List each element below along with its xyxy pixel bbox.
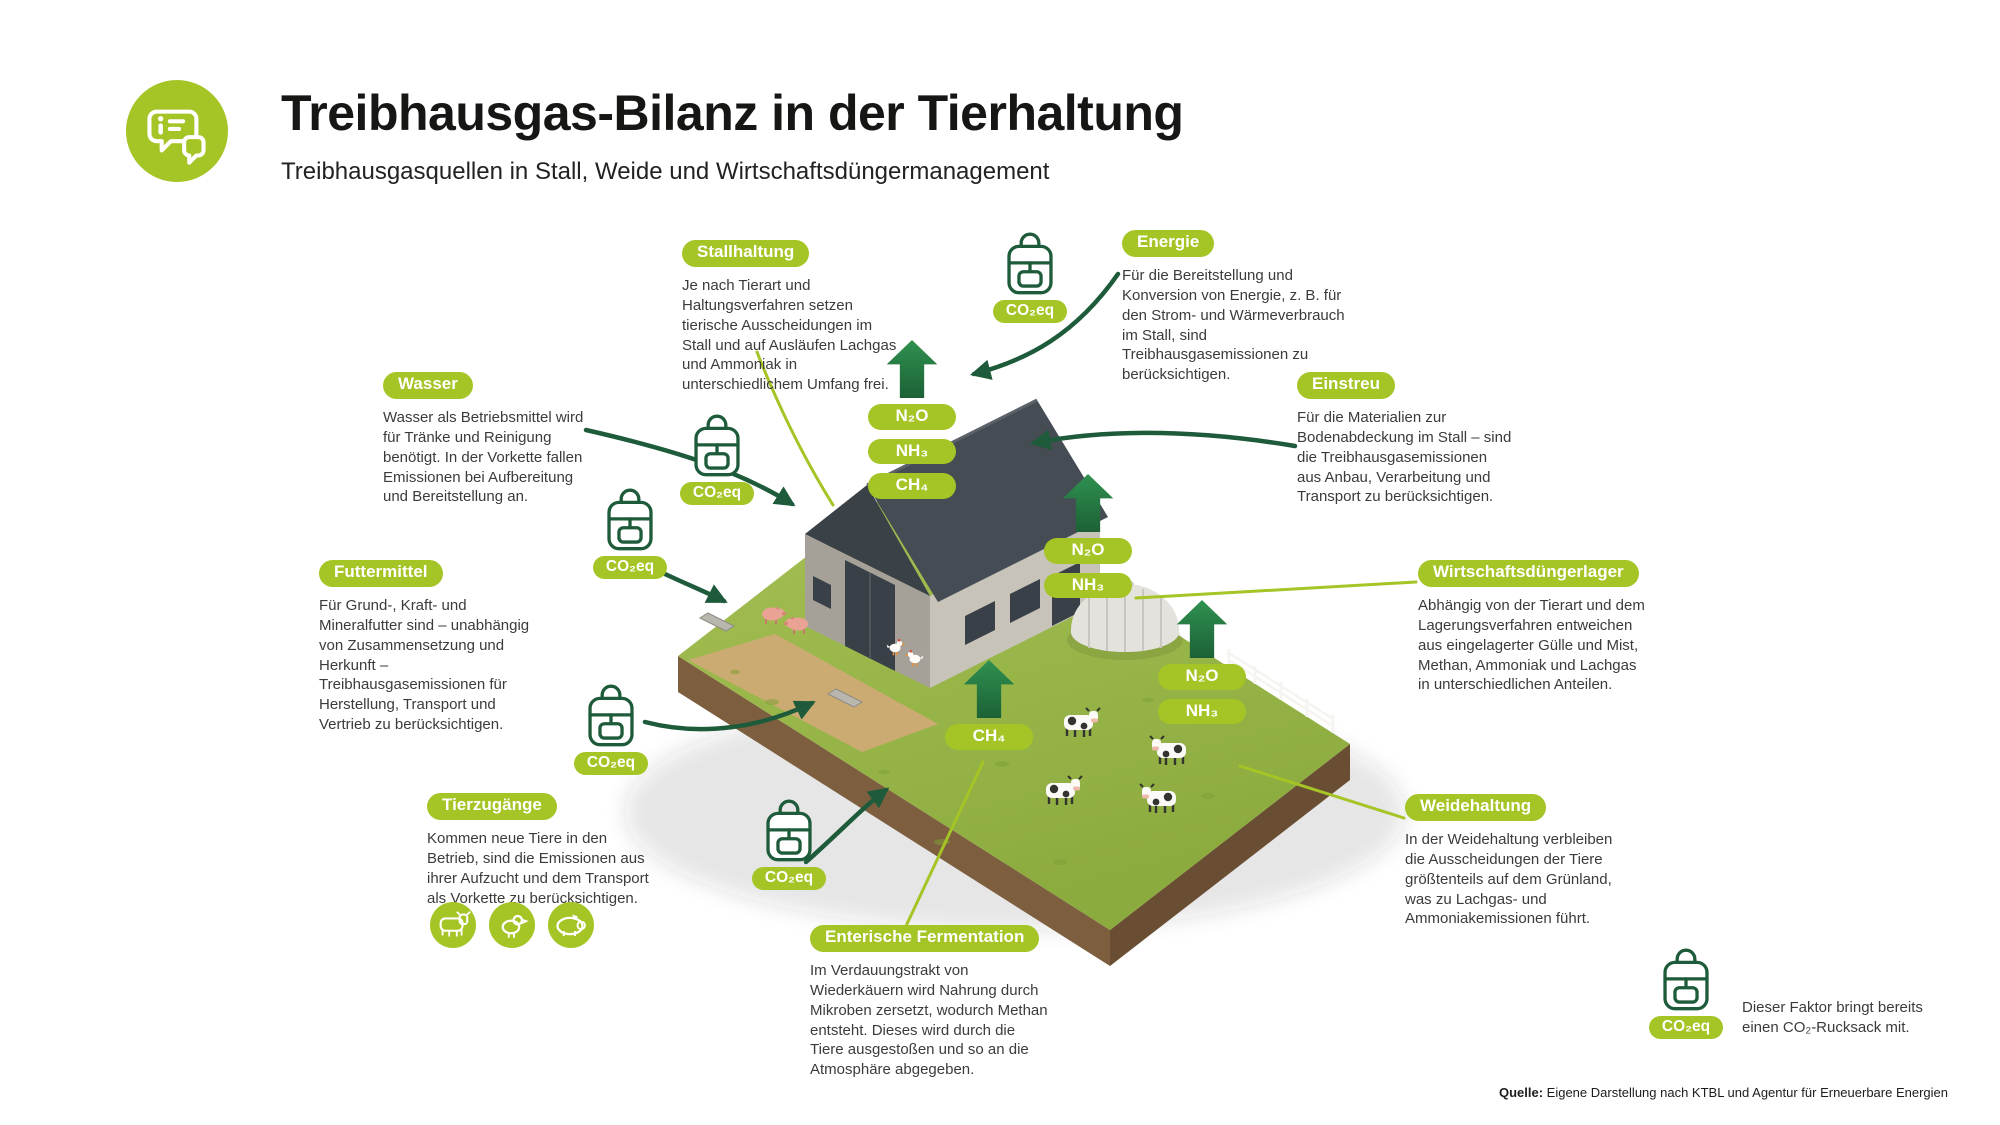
gas-pill-ch4: CH₄: [868, 473, 956, 500]
backpack-futtermittel: CO₂eq: [563, 684, 659, 776]
cow-icon: [430, 902, 476, 948]
tierzugaenge-animal-badges: [430, 902, 594, 948]
co2eq-pill: CO₂eq: [751, 867, 827, 891]
up-arrow-icon: [1061, 474, 1115, 532]
connector-tierzugaenge-arrow: [803, 787, 890, 865]
chicken-icon: [489, 902, 535, 948]
source-label: Quelle:: [1498, 1085, 1544, 1100]
section-pill-wirtschaftsduengerlager: Wirtschaftsdüngerlager: [1418, 560, 1639, 587]
fence: [1227, 649, 1335, 733]
barn-window: [965, 601, 995, 645]
section-text-tierzugaenge: Kommen neue Tiere in den Betrieb, sind d…: [427, 829, 649, 907]
section-text-futtermittel: Für Grund-, Kraft- und Mineralfutter sin…: [319, 596, 530, 734]
callout-enterische-fermentation: Enterische Fermentation Im Verdauungstra…: [810, 925, 1048, 1080]
section-pill-wasser: Wasser: [383, 372, 473, 399]
section-pill-tierzugaenge: Tierzugänge: [427, 793, 557, 820]
backpack-icon: [1658, 948, 1714, 1012]
backpack-wasser-1: CO₂eq: [669, 414, 765, 506]
connector-enterische-line: [904, 760, 985, 928]
grass-tufts: [730, 669, 1215, 865]
section-pill-weidehaltung: Weidehaltung: [1405, 794, 1547, 821]
soil-edges: [678, 656, 1350, 966]
gas-pill-n2o: N₂O: [1044, 538, 1132, 564]
callout-energie: Energie Für die Bereitstellung und Konve…: [1122, 230, 1350, 385]
up-arrow-icon: [962, 660, 1016, 718]
co2eq-pill: CO₂eq: [1648, 1016, 1724, 1040]
emission-stack-duengerlager: N₂O NH₃: [1032, 474, 1144, 607]
connector-stallhaltung-line: [755, 350, 835, 507]
backpack-energie: CO₂eq: [982, 232, 1078, 324]
gas-pill-ch4: CH₄: [945, 724, 1033, 750]
callout-wirtschaftsduengerlager: Wirtschaftsdüngerlager Abhängig von der …: [1418, 560, 1646, 695]
callout-einstreu: Einstreu Für die Materialien zur Bodenab…: [1297, 372, 1512, 507]
feed-trough: [698, 612, 864, 708]
connector-weidehaltung-line: [1238, 764, 1406, 820]
gas-pill-n2o: N₂O: [868, 404, 956, 430]
gas-pill-n2o: N₂O: [1158, 664, 1246, 690]
callout-futtermittel: Futtermittel Für Grund-, Kraft- und Mine…: [319, 560, 535, 735]
section-text-enterische-fermentation: Im Verdauungstrakt von Wiederkäuern wird…: [810, 961, 1048, 1079]
gas-pill-nh3: NH₃: [1158, 698, 1246, 725]
backpack-icon: [761, 799, 817, 863]
backpack-icon: [689, 414, 745, 478]
source-text: Eigene Darstellung nach KTBL und Agentur…: [1543, 1085, 1948, 1100]
gas-pill-nh3: NH₃: [1044, 572, 1132, 599]
gas-pill-nh3: NH₃: [868, 438, 956, 465]
section-text-wirtschaftsduengerlager: Abhängig von der Tierart und dem Lagerun…: [1418, 596, 1645, 694]
backpack-tierzugaenge: CO₂eq: [741, 799, 837, 891]
backpack-icon: [583, 684, 639, 748]
co2eq-pill: CO₂eq: [992, 300, 1068, 324]
emission-stack-weide: N₂O NH₃: [1146, 600, 1258, 733]
connector-wirtschaftsduengerlager-line: [1134, 580, 1418, 600]
info-speech-bubble-logo: [126, 80, 228, 182]
backpack-legend: CO₂eq: [1638, 948, 1734, 1040]
co2eq-pill: CO₂eq: [592, 556, 668, 580]
speech-bubbles-icon: [126, 80, 228, 182]
co2-rucksack-note: Dieser Faktor bringt bereits einen CO₂-R…: [1742, 999, 1923, 1036]
source-line: Quelle: Eigene Darstellung nach KTBL und…: [1499, 1085, 1948, 1100]
connector-futtermittel-arrow: [642, 700, 816, 732]
page-title: Treibhausgas-Bilanz in der Tierhaltung: [281, 85, 1184, 141]
co2eq-pill: CO₂eq: [679, 482, 755, 506]
pig-icon: [548, 902, 594, 948]
section-text-stallhaltung: Je nach Tierart und Haltungsverfahren se…: [682, 276, 897, 394]
page-subtitle: Treibhausgasquellen in Stall, Weide und …: [281, 158, 1050, 185]
co2eq-pill: CO₂eq: [573, 752, 649, 776]
barn-window: [1010, 579, 1040, 623]
emission-stack-stall: N₂O NH₃ CH₄: [856, 340, 968, 508]
barn-window: [813, 576, 831, 609]
section-pill-energie: Energie: [1122, 230, 1215, 257]
manure-storage-dome: [1067, 580, 1183, 660]
section-pill-stallhaltung: Stallhaltung: [682, 240, 810, 267]
emission-stack-fermentation: CH₄: [933, 660, 1045, 759]
section-text-weidehaltung: In der Weidehaltung verbleiben die Aussc…: [1405, 830, 1613, 928]
section-text-einstreu: Für die Materialien zur Bodenabdeckung i…: [1297, 408, 1512, 506]
callout-tierzugaenge: Tierzugänge Kommen neue Tiere in den Bet…: [427, 793, 655, 908]
backpack-wasser-2: CO₂eq: [582, 488, 678, 580]
farmyard-dirt: [688, 634, 938, 752]
callout-wasser: Wasser Wasser als Betriebsmittel wird fü…: [383, 372, 591, 507]
backpack-icon: [602, 488, 658, 552]
connector-einstreu-arrow: [1029, 429, 1298, 451]
callout-stallhaltung: Stallhaltung Je nach Tierart und Haltung…: [682, 240, 897, 395]
backpack-icon: [1002, 232, 1058, 296]
section-text-energie: Für die Bereitstellung und Konversion vo…: [1122, 266, 1345, 384]
section-text-wasser: Wasser als Betriebsmittel wird für Tränk…: [383, 408, 584, 506]
section-pill-einstreu: Einstreu: [1297, 372, 1396, 399]
connector-energie-arrow: [969, 271, 1121, 380]
section-pill-enterische-fermentation: Enterische Fermentation: [810, 925, 1040, 952]
up-arrow-icon: [1175, 600, 1229, 658]
section-pill-futtermittel: Futtermittel: [319, 560, 443, 587]
callout-weidehaltung: Weidehaltung In der Weidehaltung verblei…: [1405, 794, 1617, 929]
